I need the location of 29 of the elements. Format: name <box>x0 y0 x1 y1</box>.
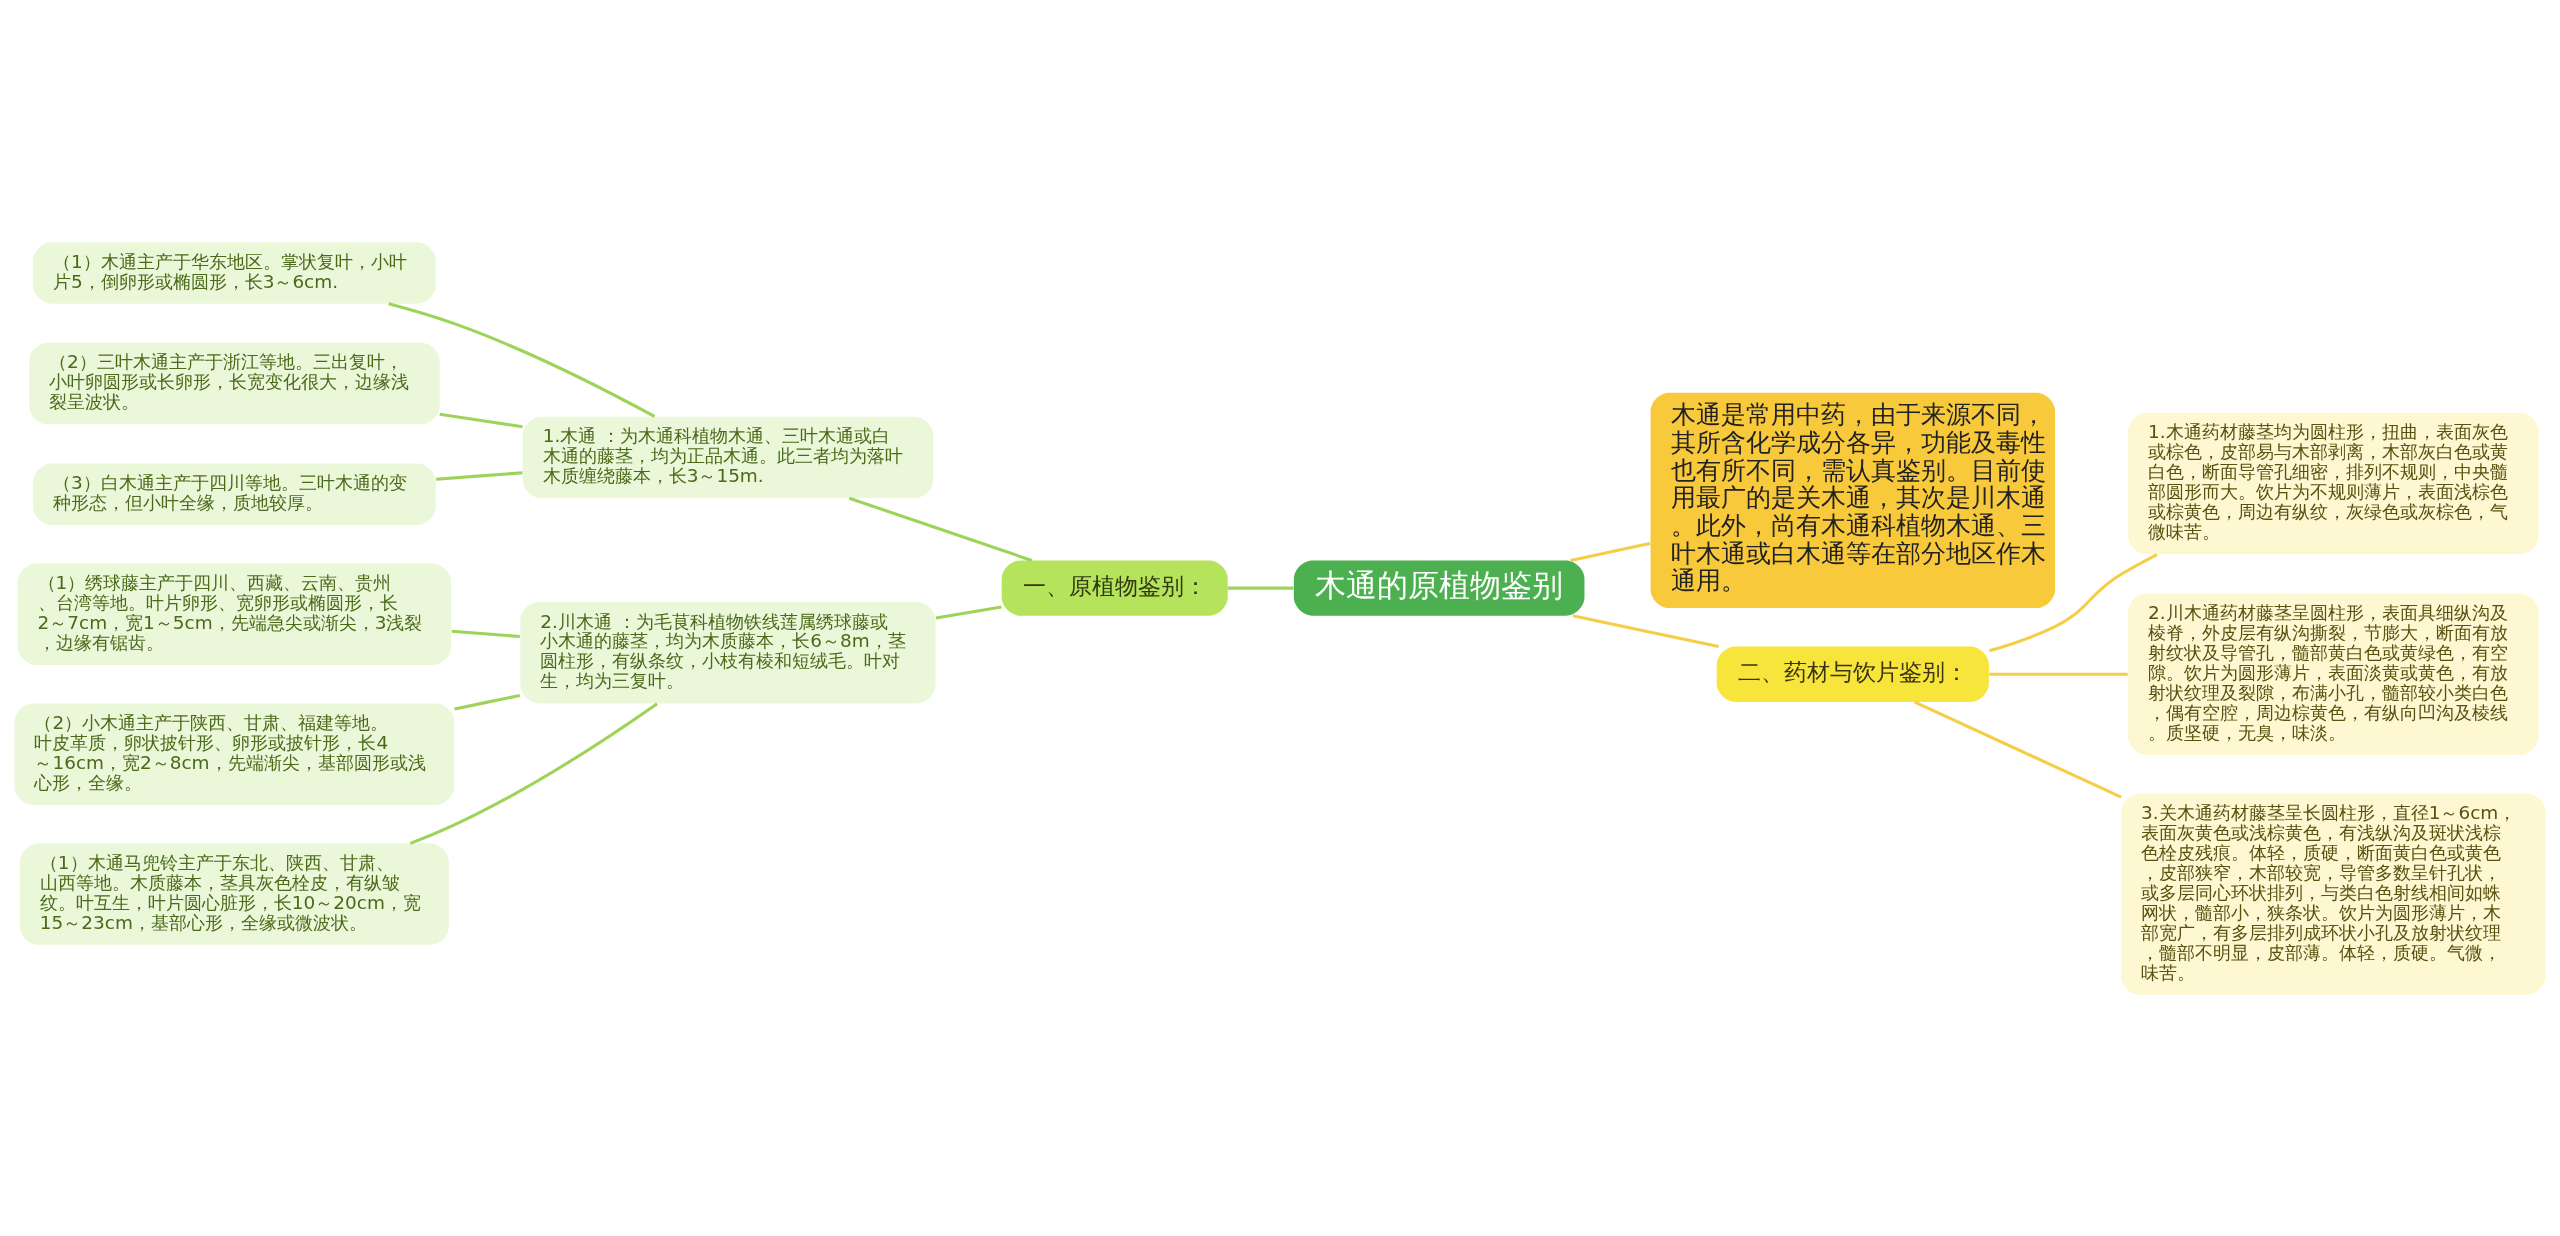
node-box: 木通的原植物鉴别 <box>1293 559 1585 616</box>
connector <box>1988 552 2158 652</box>
connector <box>1572 613 1719 648</box>
connector <box>1227 586 1294 590</box>
node-box: 3.关木通药材藤茎呈长圆柱形，直径1～6cm，表面灰黄色或浅棕黄色，有浅纵沟及斑状浅棕色栓皮残痕。体轻，质硬，断面黄白色或黄色，皮部狭窄，木部较宽，导管多数呈针孔状，或多层同心环状排列，与类白色射线相间如蛛网状，髓部小，狭条状。饮片为圆形薄片，木部宽广，有多层排列成环状小孔及放射状纹理，髓部不明显，皮部薄。体轻，质硬。气微，味苦。 <box>2121 792 2546 995</box>
node-box: 1.木通 ：为木通科植物木通、三叶木通或白木通的藤茎，均为正品木通。此三者均为落叶木质缠绕藤本，长3～15m. <box>522 416 934 498</box>
connector <box>1989 672 2128 676</box>
node-box: 1.木通药材藤茎均为圆柱形，扭曲，表面灰色或棕色，皮部易与木部剥离，木部灰白色或黄白色，断面导管孔细密，排列不规则，中央髓部圆形而大。饮片为不规则薄片，表面浅棕色或棕黄色，周边有纵纹，灰绿色或灰棕色，气微味苦。 <box>2128 412 2539 554</box>
connector <box>436 470 523 481</box>
node-box: 2.川木通药材藤茎呈圆柱形，表面具细纵沟及棱脊，外皮层有纵沟撕裂，节膨大，断面有放射纹状及导管孔，髓部黄白色或黄绿色，有空隙。饮片为圆形薄片，表面淡黄或黄色，有放射状纹理及裂隙，布满小孔，髓部较小类白色，偶有空腔，周边棕黄色，有纵向凹沟及棱线。质坚硬，无臭，味淡。 <box>2128 593 2539 755</box>
node-box: （2）小木通主产于陕西、甘肃、福建等地。叶皮革质，卵状披针形、卵形或披针形，长4～16cm，宽2～8cm，先端渐尖，基部圆形或浅心形，全缘。 <box>14 702 455 805</box>
connector <box>848 496 1033 562</box>
connector <box>451 629 520 638</box>
node-box: （1）木通马兜铃主产于东北、陕西、甘肃、山西等地。木质藤本，茎具灰色栓皮，有纵皱纹。叶互生，叶片圆心脏形，长10～20cm，宽15～23cm，基部心形，全缘或微波状。 <box>19 842 449 945</box>
connector <box>388 301 656 418</box>
connector <box>439 412 523 428</box>
node-box: （1）木通主产于华东地区。掌状复叶，小叶片5，倒卵形或椭圆形，长3～6cm. <box>32 241 436 304</box>
connector <box>935 604 1002 619</box>
connector <box>454 693 521 710</box>
connector <box>409 701 658 845</box>
node-box: （3）白木通主产于四川等地。三叶木通的变种形态，但小叶全缘，质地较厚。 <box>32 463 436 525</box>
node-box: 一、原植物鉴别： <box>1001 559 1228 616</box>
node-box: 二、药材与饮片鉴别： <box>1716 646 1989 702</box>
node-box: 2.川木通 ：为毛茛科植物铁线莲属绣球藤或小木通的藤茎，均为木质藤本，长6～8m，茎圆柱形，有纵条纹，小枝有棱和短绒毛。叶对生，均为三复叶。 <box>520 601 936 703</box>
node-box: （2）三叶木通主产于浙江等地。三出复叶，小叶卵圆形或长卵形，长宽变化很大，边缘浅裂呈波状。 <box>29 342 440 424</box>
node-box: 木通是常用中药，由于来源不同，其所含化学成分各异，功能及毒性也有所不同，需认真鉴别。目前使用最广的是关木通，其次是川木通。此外，尚有木通科植物木通、三叶木通或白木通等在部分地区作木通用。 <box>1650 392 2055 608</box>
connector <box>1570 541 1651 562</box>
connector <box>1914 700 2122 798</box>
node-box: （1）绣球藤主产于四川、西藏、云南、贵州、台湾等地。叶片卵形、宽卵形或椭圆形，长2～7cm，宽1～5cm，先端急尖或渐尖，3浅裂，边缘有锯齿。 <box>17 563 452 665</box>
